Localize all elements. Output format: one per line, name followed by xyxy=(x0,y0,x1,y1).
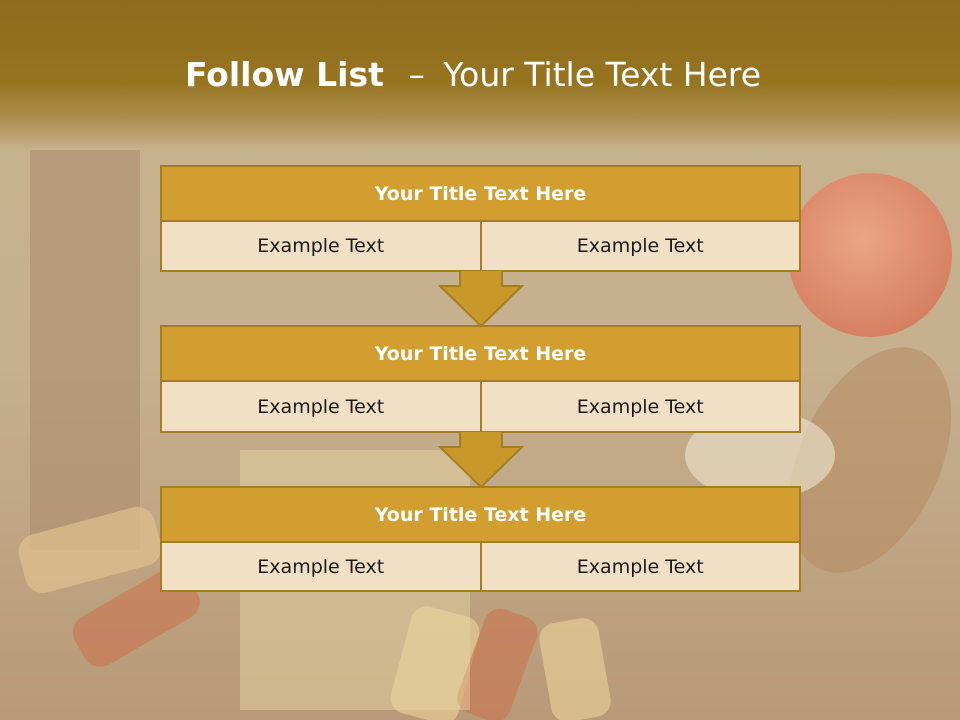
block-right-cell[interactable]: Example Text xyxy=(576,555,704,578)
block-left-cell[interactable]: Example Text xyxy=(162,222,482,270)
title-dash: – xyxy=(408,55,425,94)
list-block-3: Your Title Text Here Example Text Exampl… xyxy=(160,486,801,592)
block-left-cell[interactable]: Example Text xyxy=(162,382,482,431)
block-title[interactable]: Your Title Text Here xyxy=(162,167,799,222)
list-block-2: Your Title Text Here Example Text Exampl… xyxy=(160,325,801,433)
slide-title: Follow List – Your Title Text Here xyxy=(0,52,946,98)
block-right-cell[interactable]: Example Text xyxy=(576,395,704,418)
block-title[interactable]: Your Title Text Here xyxy=(162,488,799,543)
down-arrow-icon xyxy=(438,270,524,328)
title-bold-text: Follow List xyxy=(184,55,384,94)
block-title[interactable]: Your Title Text Here xyxy=(162,327,799,382)
block-left-cell[interactable]: Example Text xyxy=(162,543,482,590)
title-band xyxy=(0,0,960,150)
down-arrow-icon xyxy=(438,431,524,489)
list-block-1: Your Title Text Here Example Text Exampl… xyxy=(160,165,801,272)
block-right-cell[interactable]: Example Text xyxy=(576,235,704,257)
title-rest-text: Your Title Text Here xyxy=(443,55,762,94)
